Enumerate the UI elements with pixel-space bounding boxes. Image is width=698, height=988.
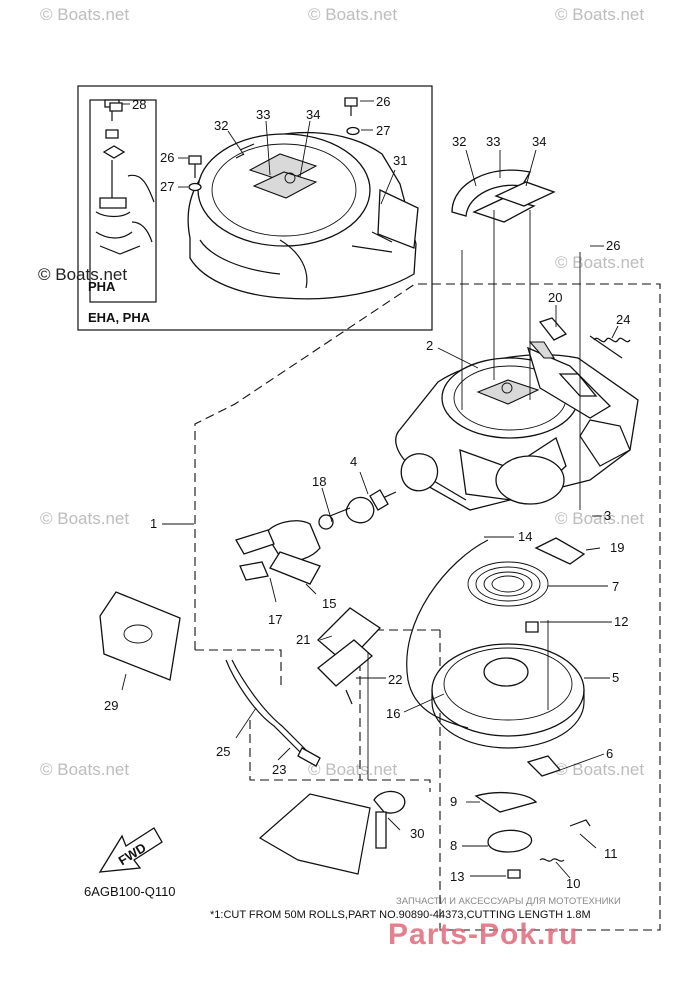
inset-small-parts bbox=[109, 97, 360, 192]
part-label: 33 bbox=[486, 134, 500, 149]
part-label: 5 bbox=[612, 670, 619, 685]
watermark: © Boats.net bbox=[308, 760, 397, 779]
footnote: *1:CUT FROM 50M ROLLS,PART NO.90890-4437… bbox=[210, 909, 591, 921]
inset-part-label: 27 bbox=[376, 123, 390, 138]
watermark: © Boats.net bbox=[555, 253, 644, 272]
inset-part-label: 32 bbox=[214, 118, 228, 133]
spring-24 bbox=[589, 335, 631, 359]
starter-rope-16 bbox=[406, 539, 489, 729]
part-label: 21 bbox=[296, 632, 310, 647]
part-label: 7 bbox=[612, 579, 619, 594]
inset-subframe bbox=[89, 99, 157, 303]
part-label: 22 bbox=[388, 672, 402, 687]
part-label: 20 bbox=[548, 290, 562, 305]
assembly-axes bbox=[367, 210, 581, 780]
part-labels: 32 33 34 26 20 24 2 3 4 18 1 14 19 7 12 … bbox=[104, 134, 630, 891]
clip-11 bbox=[569, 819, 591, 827]
watermark: © Boats.net bbox=[40, 760, 129, 779]
decal-set bbox=[451, 169, 556, 223]
assembly-outline bbox=[194, 283, 661, 931]
part-label: 23 bbox=[272, 762, 286, 777]
bolt-13 bbox=[507, 869, 521, 879]
sheave-drum-5 bbox=[431, 643, 585, 749]
recoil-spring-7 bbox=[467, 561, 549, 607]
part-label: 16 bbox=[386, 706, 400, 721]
pawl-19 bbox=[534, 537, 586, 565]
watermark: © Boats.net bbox=[40, 5, 129, 24]
rope-handle-assembly bbox=[235, 489, 389, 585]
part-label: 34 bbox=[532, 134, 546, 149]
part-label: 9 bbox=[450, 794, 457, 809]
inset-part-label: 28 bbox=[132, 97, 146, 112]
part-label: 24 bbox=[616, 312, 630, 327]
starter-housing bbox=[395, 341, 639, 511]
watermark-layer: © Boats.net © Boats.net © Boats.net © Bo… bbox=[40, 5, 644, 779]
cable-end-23 bbox=[297, 747, 321, 767]
spring-10 bbox=[539, 858, 565, 862]
part-label: 18 bbox=[312, 474, 326, 489]
part-label: 30 bbox=[410, 826, 424, 841]
part-label: 29 bbox=[104, 698, 118, 713]
watermark: © Boats.net bbox=[555, 5, 644, 24]
inset-leaders bbox=[122, 100, 396, 205]
inset-starter-housing bbox=[187, 131, 419, 300]
part-label: 3 bbox=[604, 508, 611, 523]
part-label: 12 bbox=[614, 614, 628, 629]
fwd-arrow-icon: FWD bbox=[98, 827, 163, 873]
part-label: 26 bbox=[606, 238, 620, 253]
watermark: © Boats.net bbox=[308, 5, 397, 24]
part-label: 32 bbox=[452, 134, 466, 149]
part-label: 19 bbox=[610, 540, 624, 555]
part-label: 14 bbox=[518, 529, 532, 544]
lever-21 bbox=[317, 607, 382, 705]
cowl-bracket bbox=[373, 453, 439, 503]
inset-box: PHA EHA, PHA © Boats.net bbox=[38, 85, 433, 331]
cable-25 bbox=[225, 659, 313, 757]
drive-plate-9 bbox=[474, 792, 538, 813]
vendor-subtitle: ЗАПЧАСТИ И АКСЕССУАРЫ ДЛЯ МОТОТЕХНИКИ bbox=[396, 896, 621, 907]
part-label: 1 bbox=[150, 516, 157, 531]
part-label: 17 bbox=[268, 612, 282, 627]
inset-part-label: 26 bbox=[160, 150, 174, 165]
bolt-stack-detail bbox=[95, 99, 155, 255]
inset-part-label: 34 bbox=[306, 107, 320, 122]
part-label: 25 bbox=[216, 744, 230, 759]
pad-29 bbox=[99, 591, 181, 681]
inset-part-label: 26 bbox=[376, 94, 390, 109]
bolt-12 bbox=[525, 621, 539, 633]
mounting-plate bbox=[258, 793, 371, 875]
inset-frame bbox=[77, 85, 433, 331]
inset-part-label: 31 bbox=[393, 153, 407, 168]
inset-caption: EHA, PHA bbox=[88, 310, 151, 325]
part-label: 2 bbox=[426, 338, 433, 353]
lever-20 bbox=[538, 317, 568, 341]
inset-part-label: 27 bbox=[160, 179, 174, 194]
part-label: 8 bbox=[450, 838, 457, 853]
part-label: 13 bbox=[450, 869, 464, 884]
inset-part-label: 33 bbox=[256, 107, 270, 122]
friction-plate-8 bbox=[487, 829, 533, 853]
part-label: 10 bbox=[566, 876, 580, 891]
inset-watermark: © Boats.net bbox=[38, 265, 127, 284]
part-label: 4 bbox=[350, 454, 357, 469]
part-label: 15 bbox=[322, 596, 336, 611]
part-label: 6 bbox=[606, 746, 613, 761]
bracket-30 bbox=[373, 790, 406, 849]
diagram-code: 6AGB100-Q110 bbox=[84, 884, 176, 899]
part-label: 11 bbox=[604, 846, 618, 861]
vendor-name: Parts-Pok.ru bbox=[388, 918, 578, 951]
watermark: © Boats.net bbox=[40, 509, 129, 528]
watermark: © Boats.net bbox=[555, 509, 644, 528]
inset-sub-caption: PHA bbox=[88, 279, 116, 294]
leader-lines bbox=[121, 149, 619, 879]
watermark: © Boats.net bbox=[555, 760, 644, 779]
